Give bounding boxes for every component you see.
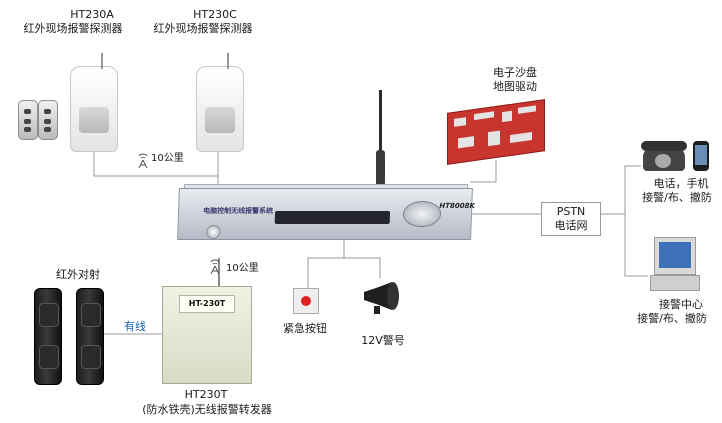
console-dpad-icon <box>402 201 442 227</box>
antenna <box>101 53 103 69</box>
remote-fob-2 <box>38 100 58 140</box>
mobile-phone-icon <box>693 141 709 171</box>
phone-label-line2: 接警/布、撤防 <box>642 191 712 204</box>
antenna-coil <box>376 150 385 186</box>
ir-beam-transmitter <box>34 288 62 385</box>
ht230c-pir-detector <box>196 53 244 152</box>
wireless-signal-icon <box>210 259 220 274</box>
console-model-label: HT8008K <box>439 202 475 210</box>
cabinet-plate: HT-230T <box>179 295 235 313</box>
board-label-line1: 电子沙盘 <box>493 66 537 79</box>
wired-label: 有线 <box>124 320 146 333</box>
desk-phone-icon <box>641 141 687 171</box>
ir-beam-receiver <box>76 288 104 385</box>
board-label-line2: 地图驱动 <box>493 80 537 93</box>
repeater-antenna <box>218 258 220 286</box>
wire-detectors <box>93 150 219 177</box>
computer-icon <box>654 237 696 275</box>
sensor-window <box>205 107 235 133</box>
wireless-range-bottom-label: 10公里 <box>226 263 259 274</box>
center-label-line1: 接警中心 <box>659 298 703 311</box>
phone-label-line1: 电话，手机 <box>653 177 709 190</box>
pstn-label-line1: PSTN <box>556 205 586 218</box>
repeater-desc-label: (防水铁壳)无线报警转发器 <box>142 403 272 416</box>
wire-board-to-console <box>470 160 497 183</box>
ir-beam-label: 红外对射 <box>56 268 100 281</box>
console-top-panel <box>184 184 468 191</box>
remote-fob-1 <box>18 100 38 140</box>
ht230c-desc-label: 红外现场报警探测器 <box>153 22 253 35</box>
console-display <box>274 211 391 224</box>
siren-label: 12V警号 <box>361 334 405 347</box>
sensor-window <box>79 107 109 133</box>
wireless-range-top-label: 10公里 <box>151 153 184 164</box>
ht230t-repeater-cabinet: HT-230T <box>162 286 252 384</box>
pstn-network-box: PSTN 电话网 <box>541 202 601 236</box>
ht230a-desc-label: 红外现场报警探测器 <box>23 22 123 35</box>
ht230c-model-label: HT230C <box>193 8 237 21</box>
siren-icon <box>364 282 399 314</box>
emergency-button-label: 紧急按钮 <box>283 322 327 335</box>
computer-keyboard <box>650 275 700 291</box>
console-antenna <box>379 90 382 188</box>
wireless-signal-icon <box>138 153 148 168</box>
center-label-line2: 接警/布、撤防 <box>637 312 707 325</box>
repeater-model-label: HT230T <box>184 388 228 401</box>
console-power-knob <box>206 225 221 239</box>
ht230a-model-label: HT230A <box>70 8 114 21</box>
antenna <box>227 53 229 69</box>
ht230a-pir-detector <box>70 53 118 152</box>
pstn-label-line2: 电话网 <box>554 219 588 232</box>
wire-pstn-to-center <box>624 214 648 277</box>
console-title: 电脑控制无线报警系统 <box>202 207 274 215</box>
emergency-button-icon <box>293 288 319 314</box>
ht8008k-alarm-console: 电脑控制无线报警系统 HT8008K <box>177 188 475 240</box>
wire-pstn-to-phones <box>599 165 641 215</box>
